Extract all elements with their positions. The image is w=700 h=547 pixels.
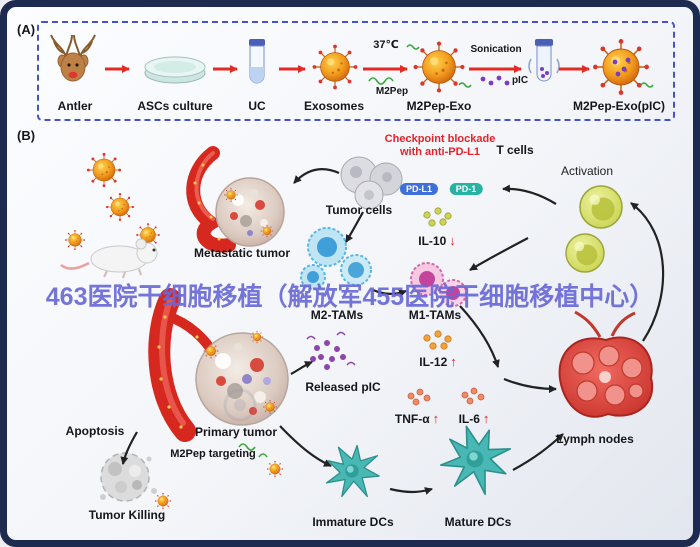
lymph-nodes-illustration <box>558 310 654 418</box>
step-label-exosomes: Exosomes <box>303 99 365 113</box>
tnf-label: TNF-α↑ <box>394 411 440 426</box>
t-cells-illustration <box>565 185 623 273</box>
tumor-cells-label: Tumor cells <box>325 203 393 217</box>
m2pep-pic-exosome-icon <box>592 38 654 96</box>
primary-tumor-illustration <box>148 288 289 478</box>
flow-arrows <box>120 168 665 495</box>
released-pic-label: Released pIC <box>305 380 381 394</box>
il6-label: IL-6↑ <box>458 411 490 426</box>
pd-l1-badge: PD-L1 <box>399 183 439 195</box>
step-label-ascs-culture: ASCs culture <box>137 99 213 113</box>
mature-dcs-label: Mature DCs <box>444 515 512 529</box>
t-cells-label: T cells <box>496 143 534 157</box>
virus-particles <box>64 152 161 251</box>
il12-dots-icon <box>423 330 452 350</box>
released-pic-illustration <box>306 331 356 370</box>
step-label-antler: Antler <box>57 99 93 113</box>
sonication-tube-icon <box>528 39 560 82</box>
il10-label: IL-10↓ <box>418 233 456 248</box>
m1-tams-illustration <box>410 262 467 307</box>
figure-art <box>50 34 665 510</box>
exosome-icon <box>312 44 358 90</box>
panel-a-label: (A) <box>17 22 36 37</box>
checkpoint-blockade-line2: with anti-PD-L1 <box>399 146 481 158</box>
annotation-temperature: 37℃ <box>373 39 399 51</box>
il12-label: IL-12↑ <box>419 354 457 369</box>
tumor-killing-label: Tumor Killing <box>88 508 166 522</box>
step-label-uc: UC <box>248 99 266 113</box>
petri-dish-icon <box>144 56 206 84</box>
immature-dcs-label: Immature DCs <box>312 515 394 529</box>
deer-icon <box>50 34 96 82</box>
step-label-m2pep-exo-pic: M2Pep-Exo(pIC) <box>572 99 666 113</box>
metastatic-tumor-label: Metastatic tumor <box>193 246 291 260</box>
panel-b-label: (B) <box>17 128 36 143</box>
mouse-icon <box>60 238 158 279</box>
annotation-m2pep: M2Pep <box>375 86 409 97</box>
pd-1-badge: PD-1 <box>449 183 483 195</box>
activation-label: Activation <box>560 164 614 178</box>
annotation-pic: pIC <box>511 75 529 86</box>
mature-dc-illustration <box>435 419 517 499</box>
centrifuge-tube-icon <box>249 39 265 84</box>
checkpoint-blockade-line1: Checkpoint blockade <box>384 133 496 145</box>
m2pep-exosome-icon <box>406 40 472 94</box>
m2pep-targeting-label: M2Pep targeting <box>170 448 256 460</box>
tumor-killing-illustration <box>100 452 172 510</box>
il6-dots-icon <box>461 387 485 405</box>
primary-tumor-label: Primary tumor <box>194 425 278 439</box>
pic-dots-icon <box>480 75 510 86</box>
lymph-nodes-label: Lymph nodes <box>556 432 634 446</box>
m2-tams-illustration <box>300 227 372 290</box>
immature-dc-illustration <box>325 444 380 498</box>
il10-dots-icon <box>423 207 452 227</box>
apoptosis-label: Apoptosis <box>65 424 125 438</box>
m2pep-peptide-icon <box>368 77 394 85</box>
step-label-m2pep-exo: M2Pep-Exo <box>406 99 472 113</box>
annotation-sonication: Sonication <box>470 44 522 55</box>
m2-tams-label: M2-TAMs <box>310 308 364 322</box>
metastatic-tumor-illustration <box>186 146 285 253</box>
m2pep-targeting-peptides <box>238 443 268 458</box>
tnf-dots-icon <box>407 388 431 406</box>
watermark-logo <box>223 388 257 422</box>
tumor-cells-illustration <box>340 156 403 210</box>
watermark-text: 463医院干细胞移植（解放军455医院干细胞移植中心） <box>45 283 655 311</box>
panel-a-box <box>37 21 675 121</box>
m1-tams-label: M1-TAMs <box>408 308 462 322</box>
